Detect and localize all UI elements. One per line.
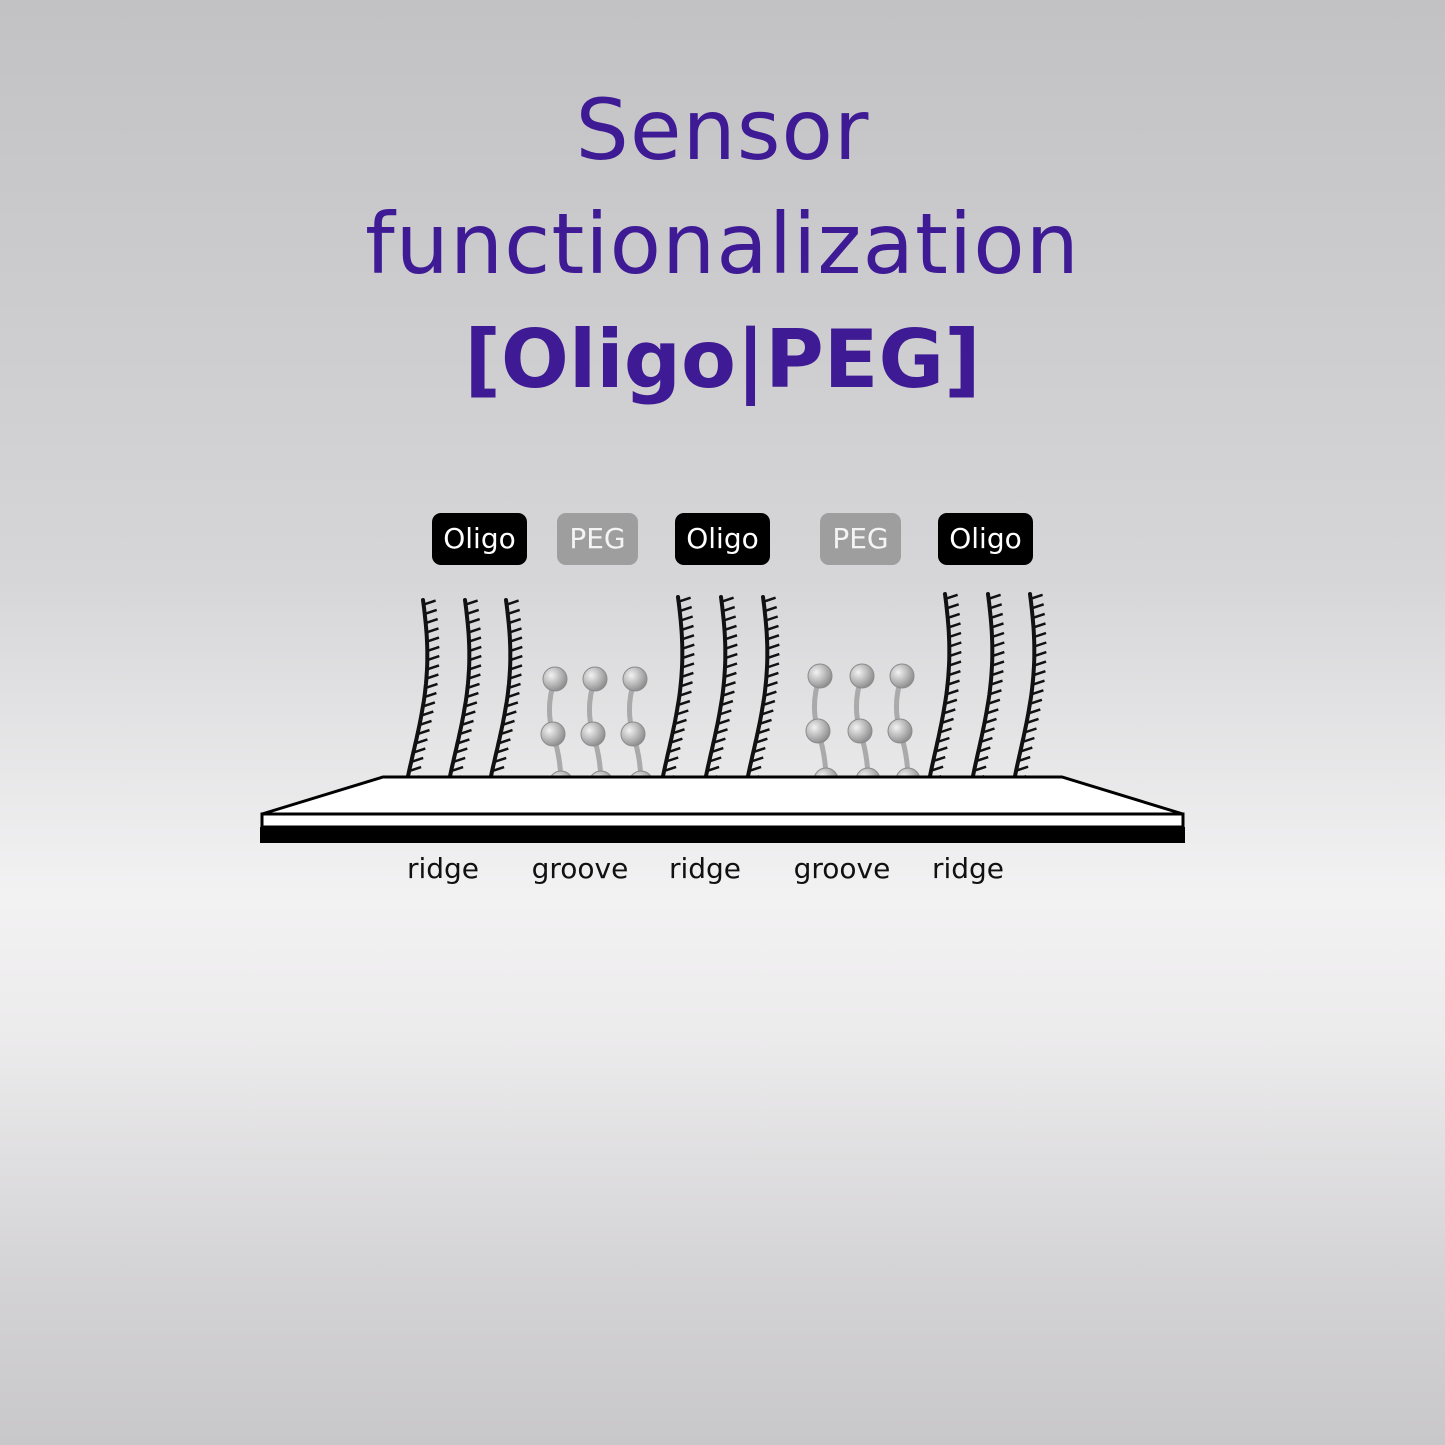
oligo-label-3: Oligo bbox=[938, 513, 1033, 565]
substrate-base bbox=[260, 827, 1185, 843]
substrate-top-surface bbox=[261, 775, 1184, 816]
oligo-label-1: Oligo bbox=[432, 513, 527, 565]
oligo-strand bbox=[446, 598, 482, 804]
title-line-2: functionalization bbox=[365, 195, 1080, 293]
peg-label-1: PEG bbox=[557, 513, 638, 565]
oligo-strand bbox=[969, 592, 1005, 804]
title-line-1: Sensor bbox=[575, 81, 870, 179]
oligo-strand bbox=[744, 595, 780, 804]
title-line-3: [Oligo|PEG] bbox=[464, 313, 981, 406]
oligo-strand bbox=[659, 595, 695, 804]
region-label-ridge-1: ridge bbox=[406, 852, 480, 885]
region-label-groove-1: groove bbox=[531, 852, 629, 885]
peg-label-2: PEG bbox=[820, 513, 901, 565]
region-label-groove-2: groove bbox=[793, 852, 891, 885]
sensor-substrate bbox=[260, 775, 1185, 843]
substrate-edge bbox=[260, 812, 1185, 829]
oligo-strand bbox=[487, 598, 523, 804]
oligo-strand bbox=[404, 598, 440, 804]
region-label-ridge-2: ridge bbox=[668, 852, 742, 885]
oligo-label-2: Oligo bbox=[675, 513, 770, 565]
oligo-strand bbox=[702, 595, 738, 804]
region-label-ridge-3: ridge bbox=[931, 852, 1005, 885]
oligo-strand bbox=[1011, 592, 1047, 804]
oligo-strand bbox=[926, 592, 962, 804]
molecule-layer bbox=[404, 592, 1047, 804]
